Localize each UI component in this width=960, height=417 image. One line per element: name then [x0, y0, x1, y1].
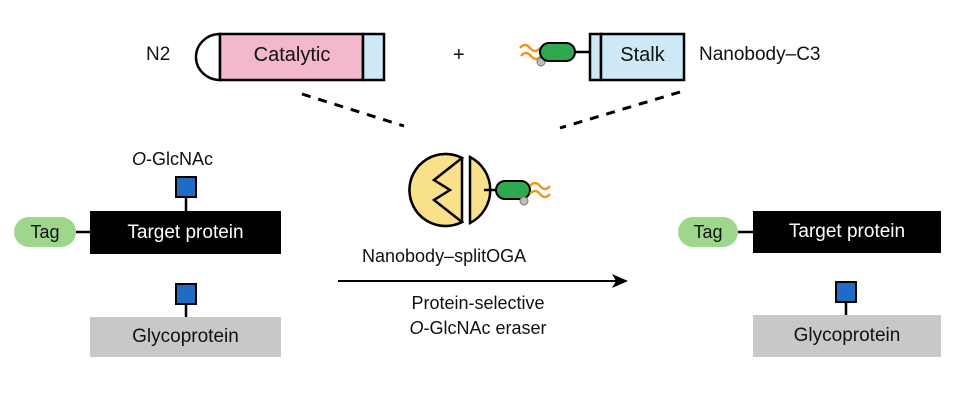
- dashed-line-left: [301, 92, 405, 128]
- o-glcnac-italic-o: O: [132, 149, 147, 169]
- dashed-line-right: [559, 90, 681, 130]
- glycoprotein-box-left: Glycoprotein: [90, 317, 281, 357]
- o-glcnac-suffix: -GlcNAc: [146, 149, 214, 169]
- catalytic-label: Catalytic: [253, 44, 331, 66]
- eraser-italic-o: O: [409, 318, 424, 338]
- small-grey-dot-mid: [519, 196, 529, 206]
- linker-squiggle-2: [520, 51, 542, 61]
- eraser-desc-line1: Protein-selective: [411, 293, 545, 313]
- glycoprotein-box-right: Glycoprotein: [753, 315, 941, 357]
- enzyme-mouth-shape: [408, 152, 465, 228]
- nanobody-c3-label: Nanobody–C3: [699, 44, 821, 65]
- tag-pill-left: Tag: [14, 217, 76, 247]
- tag-pill-right: Tag: [678, 217, 738, 247]
- stalk-domain-shape: [599, 32, 686, 82]
- enzyme-label: Nanobody–splitOGA: [362, 246, 527, 266]
- linker-squiggle-mid-2: [529, 189, 551, 199]
- glycoprotein-label-left: Glycoprotein: [132, 326, 239, 347]
- n2-cap-shape: [194, 32, 222, 82]
- glycoprotein-label-right: Glycoprotein: [793, 325, 901, 346]
- sugar-square-right: [835, 281, 857, 303]
- o-glcnac-label: O-GlcNAc: [132, 149, 213, 170]
- target-protein-box-right: Target protein: [753, 211, 941, 253]
- reaction-arrowhead: [612, 274, 628, 288]
- enzyme-stalk-shape: [468, 154, 492, 226]
- n2-label: N2: [146, 44, 171, 65]
- stalk-end-shape: [588, 32, 603, 82]
- target-protein-box-left: Target protein: [90, 211, 281, 254]
- sugar-square-left-top: [175, 176, 197, 198]
- eraser-desc-suffix: -GlcNAc eraser: [423, 318, 547, 338]
- nanobody-shape-mid: [495, 180, 531, 200]
- nanobody-shape-top: [539, 42, 576, 62]
- linker-squiggle-mid: [529, 181, 551, 191]
- tag-label-left: Tag: [30, 221, 60, 242]
- eraser-desc-line2: O-GlcNAc eraser: [338, 318, 618, 339]
- linker-squiggle: [519, 43, 541, 53]
- plus-sign: +: [453, 44, 465, 66]
- tag-label-right: Tag: [693, 221, 723, 242]
- stalk-label: Stalk: [620, 44, 665, 66]
- target-protein-label-left: Target protein: [127, 221, 244, 243]
- catalytic-cap-shape: [361, 32, 386, 82]
- target-protein-label-right: Target protein: [788, 221, 906, 242]
- sugar-square-left-bottom: [175, 283, 197, 305]
